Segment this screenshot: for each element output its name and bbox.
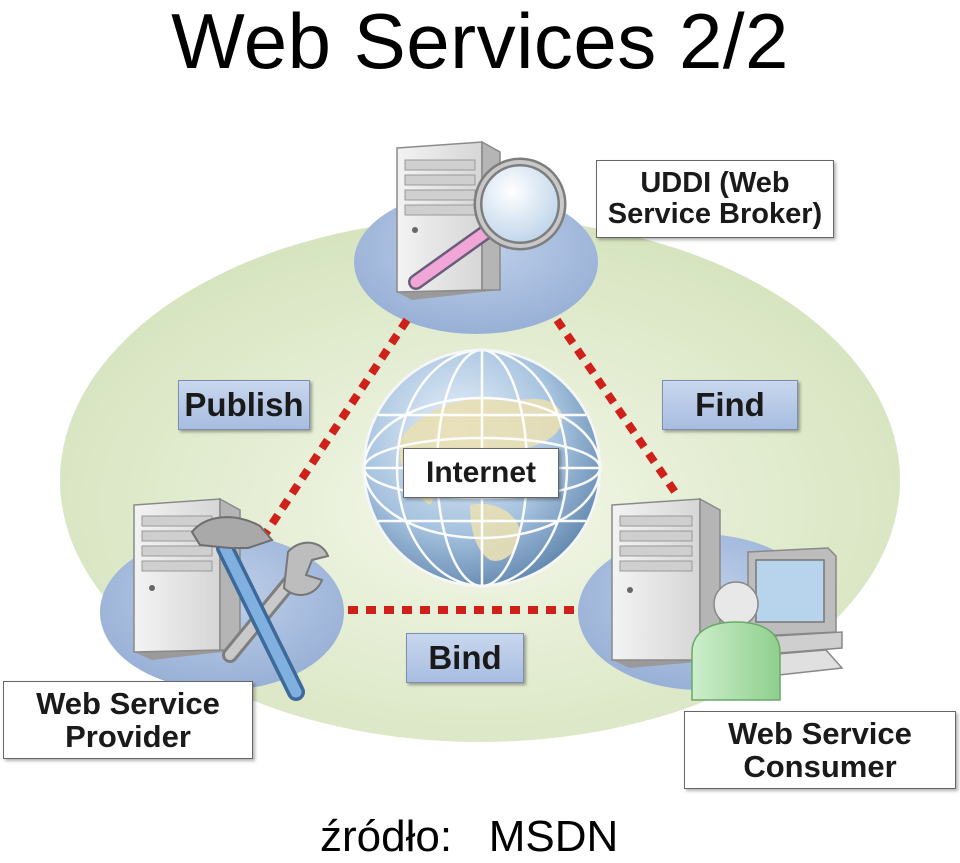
consumer-label: Web Service Consumer [684, 711, 956, 789]
provider-label: Web Service Provider [3, 681, 253, 759]
publish-label: Publish [178, 380, 310, 430]
find-label-text: Find [695, 386, 765, 424]
bind-label-text: Bind [428, 639, 502, 677]
page-title: Web Services 2/2 [171, 0, 789, 85]
find-label: Find [662, 380, 798, 430]
consumer-server-icon [611, 497, 721, 668]
broker-label-text: UDDI (Web Service Broker) [607, 166, 823, 230]
internet-label-text: Internet [425, 455, 536, 489]
broker-label: UDDI (Web Service Broker) [596, 160, 834, 238]
source-value: MSDN [488, 812, 619, 861]
internet-label: Internet [403, 448, 559, 498]
magnifier-icon [408, 157, 567, 290]
publish-connector [254, 317, 411, 548]
bind-label: Bind [406, 633, 524, 683]
provider-label-text: Web Service Provider [36, 685, 220, 754]
hammer-icon [190, 516, 305, 701]
consumer-label-text: Web Service Consumer [728, 715, 912, 784]
source-credit: źródło: MSDN [320, 812, 618, 862]
person-icon [691, 581, 781, 701]
source-label: źródło: [320, 812, 453, 861]
publish-label-text: Publish [184, 386, 304, 424]
